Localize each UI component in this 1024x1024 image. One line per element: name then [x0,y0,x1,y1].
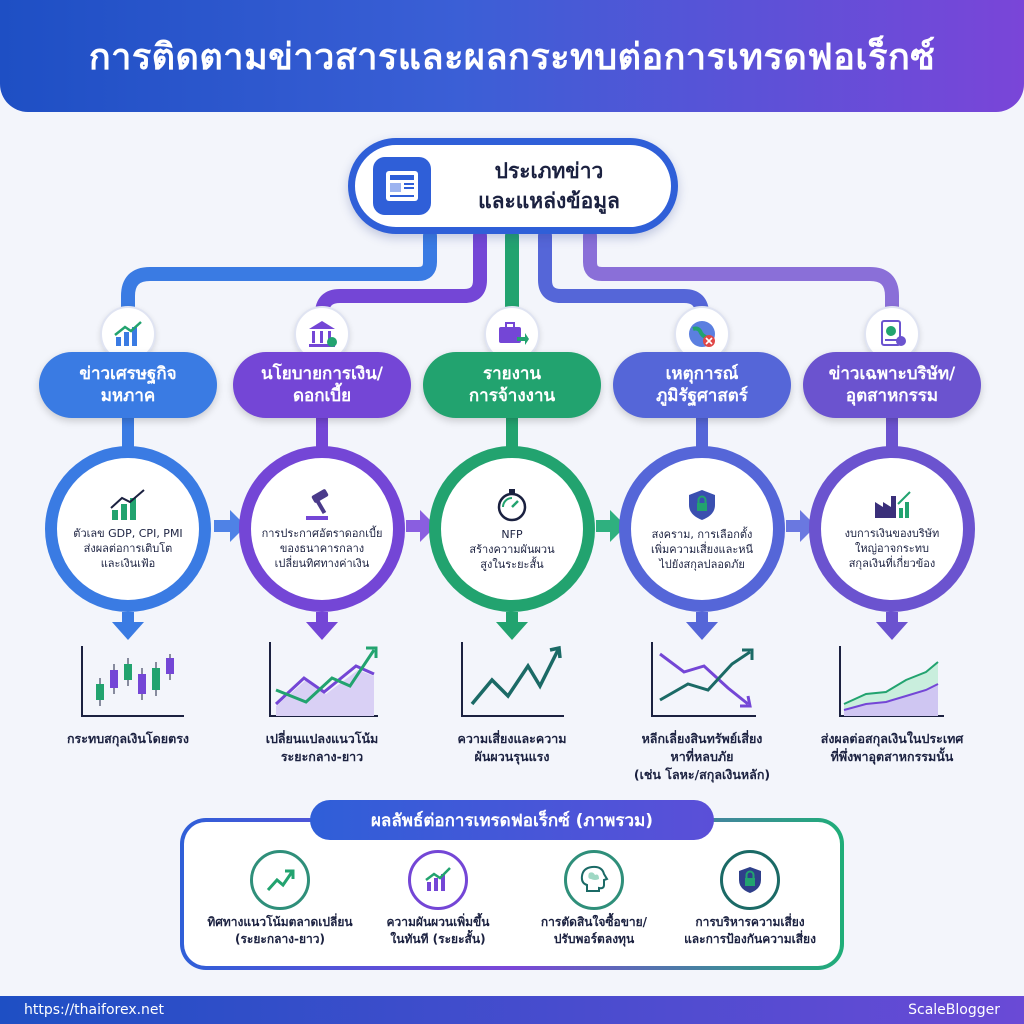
category-detail-monetary: การประกาศอัตราดอกเบี้ย ของธนาคารกลาง เปล… [239,446,405,612]
header-banner: การติดตามข่าวสารและผลกระทบต่อการเทรดฟอเร… [0,0,1024,112]
brain-icon [564,850,624,910]
summary-line: ทิศทางแนวโน้มตลาดเปลี่ยน [207,915,353,929]
factory-icon [875,490,911,518]
detail-line: และเงินเฟ้อ [100,556,156,570]
detail-line: เพิ่มความเสี่ยงและหนี [650,542,754,556]
detail-line: NFP [501,527,523,541]
category-label: มหภาค [100,386,156,406]
growth-bars-icon [110,488,145,520]
category-pill-geopolitics: เหตุการณ์ภูมิรัฐศาสตร์ [613,352,791,418]
effect-line: ส่งผลต่อสกุลเงินในประเทศ [820,731,964,746]
summary-line: (ระยะกลาง-ยาว) [234,932,326,946]
page-title: การติดตามข่าวสารและผลกระทบต่อการเทรดฟอเร… [88,36,936,78]
detail-line: ไปยังสกุลปลอดภัย [659,557,745,571]
category-label: อุตสาหกรรม [845,386,939,406]
volatility-chart-illustration [461,642,564,717]
gavel-icon [306,488,329,520]
category-pill-macro: ข่าวเศรษฐกิจมหภาค [39,352,217,418]
detail-line: สูงในระยะสั้น [480,557,544,571]
summary-line: ปรับพอร์ตลงทุน [553,932,635,946]
category-detail-corporate: งบการเงินของบริษัท ใหญ่อาจกระทบ สกุลเงิน… [809,446,975,612]
category-label: เหตุการณ์ [665,364,739,384]
category-pill-corporate: ข่าวเฉพาะบริษัท/อุตสาหกรรม [803,352,981,418]
effect-label-geopolitics: หลีกเลี่ยงสินทรัพย์เสี่ยง หาที่หลบภัย (เ… [607,730,797,784]
detail-line: ใหญ่อาจกระทบ [855,541,929,555]
summary-line: การตัดสินใจซื้อขาย/ [540,915,648,929]
summary-item-trend: ทิศทางแนวโน้มตลาดเปลี่ยน (ระยะกลาง-ยาว) [196,914,364,948]
category-pill-employment: รายงานการจ้างงาน [423,352,601,418]
category-detail-employment: NFP สร้างความผันผวน สูงในระยะสั้น [429,446,595,612]
risk-off-chart-illustration [651,642,756,717]
shield-lock-icon [689,489,715,520]
news-types-hub: ประเภทข่าว และแหล่งข้อมูล [348,138,678,234]
volatility-chart-icon [408,850,468,910]
summary-item-decision: การตัดสินใจซื้อขาย/ ปรับพอร์ตลงทุน [510,914,678,948]
detail-line: สกุลเงินที่เกี่ยวข้อง [848,556,936,570]
detail-line: ส่งผลต่อการเติบโต [83,541,173,555]
effect-line: (เช่น โลหะ/สกุลเงินหลัก) [633,767,771,782]
candlestick-chart-illustration [81,646,184,717]
detail-line: เปลี่ยนทิศทางค่าเงิน [274,556,370,570]
category-label: ข่าวเศรษฐกิจ [79,364,177,384]
summary-item-risk: การบริหารความเสี่ยง และการป้องกันความเสี… [666,914,834,948]
detail-line: ของธนาคารกลาง [279,541,365,555]
effect-line: หาที่หลบภัย [670,749,734,764]
summary-title: ผลลัพธ์ต่อการเทรดฟอเร็กซ์ (ภาพรวม) [310,800,714,840]
newspaper-icon [373,157,431,215]
shield-lock-icon [720,850,780,910]
hub-title-line2: และแหล่งข้อมูล [478,189,620,213]
category-label: การจ้างงาน [468,386,556,406]
stopwatch-icon [497,488,527,521]
category-pill-monetary: นโยบายการเงิน/ดอกเบี้ย [233,352,411,418]
footer-url[interactable]: https://thaiforex.net [24,1002,165,1018]
category-label: นโยบายการเงิน/ [261,364,383,384]
category-label: ดอกเบี้ย [292,386,352,406]
effect-line: หลีกเลี่ยงสินทรัพย์เสี่ยง [641,731,763,746]
hub-title-line1: ประเภทข่าว [494,159,604,183]
category-detail-geopolitics: สงคราม, การเลือกตั้ง เพิ่มความเสี่ยงและห… [619,446,785,612]
effect-line: ที่พึ่งพาอุตสาหกรรมนั้น [830,749,954,764]
effect-line: ผันผวนรุนแรง [474,749,550,764]
category-detail-macro: ตัวเลข GDP, CPI, PMI ส่งผลต่อการเติบโต แ… [45,446,211,612]
footer-bar: https://thaiforex.net ScaleBlogger [0,996,1024,1024]
trend-up-icon [250,850,310,910]
effect-line: ระยะกลาง-ยาว [280,749,364,764]
effect-label-monetary: เปลี่ยนแปลงแนวโน้ม ระยะกลาง-ยาว [227,730,417,766]
effect-line: กระทบสกุลเงินโดยตรง [66,731,190,746]
detail-line: งบการเงินของบริษัท [844,526,940,540]
summary-line: ความผันผวนเพิ่มขึ้น [386,915,490,929]
footer-brand: ScaleBlogger [908,1002,1000,1018]
summary-line: การบริหารความเสี่ยง [695,915,805,929]
effect-line: เปลี่ยนแปลงแนวโน้ม [265,731,379,746]
summary-line: ในทันที (ระยะสั้น) [390,932,486,946]
category-label: ข่าวเฉพาะบริษัท/ [828,364,956,384]
effect-line: ความเสี่ยงและความ [457,731,567,746]
trend-change-chart-illustration [269,642,378,717]
effect-label-macro: กระทบสกุลเงินโดยตรง [33,730,223,748]
detail-line: สร้างความผันผวน [469,542,555,556]
effect-label-employment: ความเสี่ยงและความ ผันผวนรุนแรง [417,730,607,766]
category-label: ภูมิรัฐศาสตร์ [656,386,748,406]
detail-line: ตัวเลข GDP, CPI, PMI [73,526,183,540]
effect-label-corporate: ส่งผลต่อสกุลเงินในประเทศ ที่พึ่งพาอุตสาห… [797,730,987,766]
summary-item-volatility: ความผันผวนเพิ่มขึ้น ในทันที (ระยะสั้น) [354,914,522,948]
detail-line: การประกาศอัตราดอกเบี้ย [261,526,383,540]
summary-line: และการป้องกันความเสี่ยง [684,932,816,946]
industry-area-chart-illustration [839,646,944,717]
detail-line: สงคราม, การเลือกตั้ง [651,527,753,541]
category-label: รายงาน [482,364,542,384]
